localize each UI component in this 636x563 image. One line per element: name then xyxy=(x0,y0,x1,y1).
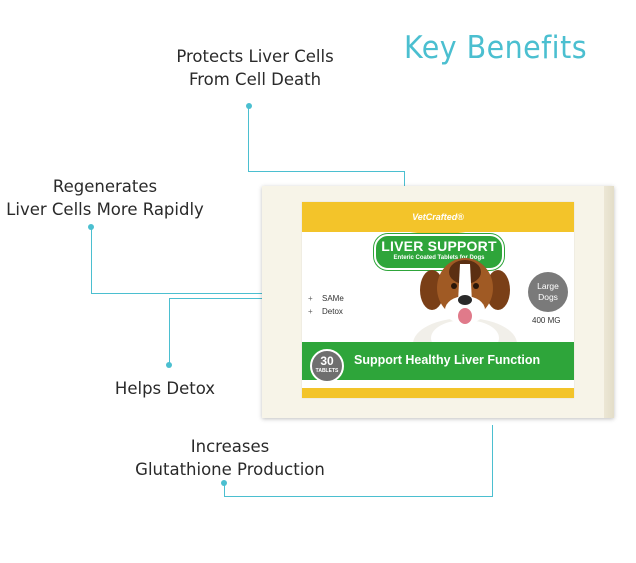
product-label: VetCrafted® LIVER SUPPORT Enteric Coated… xyxy=(302,202,574,398)
benefit-line: Helps Detox xyxy=(114,379,216,398)
ingredient-item: +Detox xyxy=(308,307,343,316)
benefit-regenerates-liver-cells: Regenerates Liver Cells More Rapidly xyxy=(0,175,210,221)
dog-size-badge: Large Dogs xyxy=(528,272,568,312)
brand-logo: VetCrafted® xyxy=(412,212,464,222)
benefit-line: From Cell Death xyxy=(188,70,322,89)
benefit-line: Regenerates xyxy=(52,177,158,196)
size-line: Dogs xyxy=(538,292,558,302)
dog-image xyxy=(413,258,517,346)
ingredient-item: +SAMe xyxy=(308,294,344,303)
bottom-yellow-band xyxy=(302,388,574,398)
tablet-count-badge: 30 TABLETS xyxy=(310,349,344,383)
product-tagline: Support Healthy Liver Function xyxy=(354,353,541,367)
size-line: Large xyxy=(537,281,559,291)
benefit-line: Glutathione Production xyxy=(135,460,325,479)
product-name-badge: LIVER SUPPORT Enteric Coated Tablets for… xyxy=(374,234,504,270)
ingredient-label: Detox xyxy=(322,307,343,316)
tablet-count: 30 xyxy=(320,354,334,368)
page-title: Key Benefits xyxy=(404,30,588,66)
tablet-count-unit: TABLETS xyxy=(315,368,339,374)
product-name: LIVER SUPPORT xyxy=(381,238,497,254)
green-tagline-band xyxy=(302,342,574,380)
benefit-increases-glutathione: Increases Glutathione Production xyxy=(120,435,340,481)
dosage-label: 400 MG xyxy=(532,316,561,325)
benefit-line: Liver Cells More Rapidly xyxy=(6,200,204,219)
ingredient-label: SAMe xyxy=(322,294,344,303)
product-subtitle: Enteric Coated Tablets for Dogs xyxy=(393,255,485,261)
product-box: VetCrafted® LIVER SUPPORT Enteric Coated… xyxy=(262,186,614,418)
box-side-panel xyxy=(604,186,614,418)
benefit-line: Protects Liver Cells xyxy=(176,47,334,66)
benefit-helps-detox: Helps Detox xyxy=(100,377,230,400)
benefit-protects-liver-cells: Protects Liver Cells From Cell Death xyxy=(160,45,350,91)
benefit-line: Increases xyxy=(190,437,270,456)
